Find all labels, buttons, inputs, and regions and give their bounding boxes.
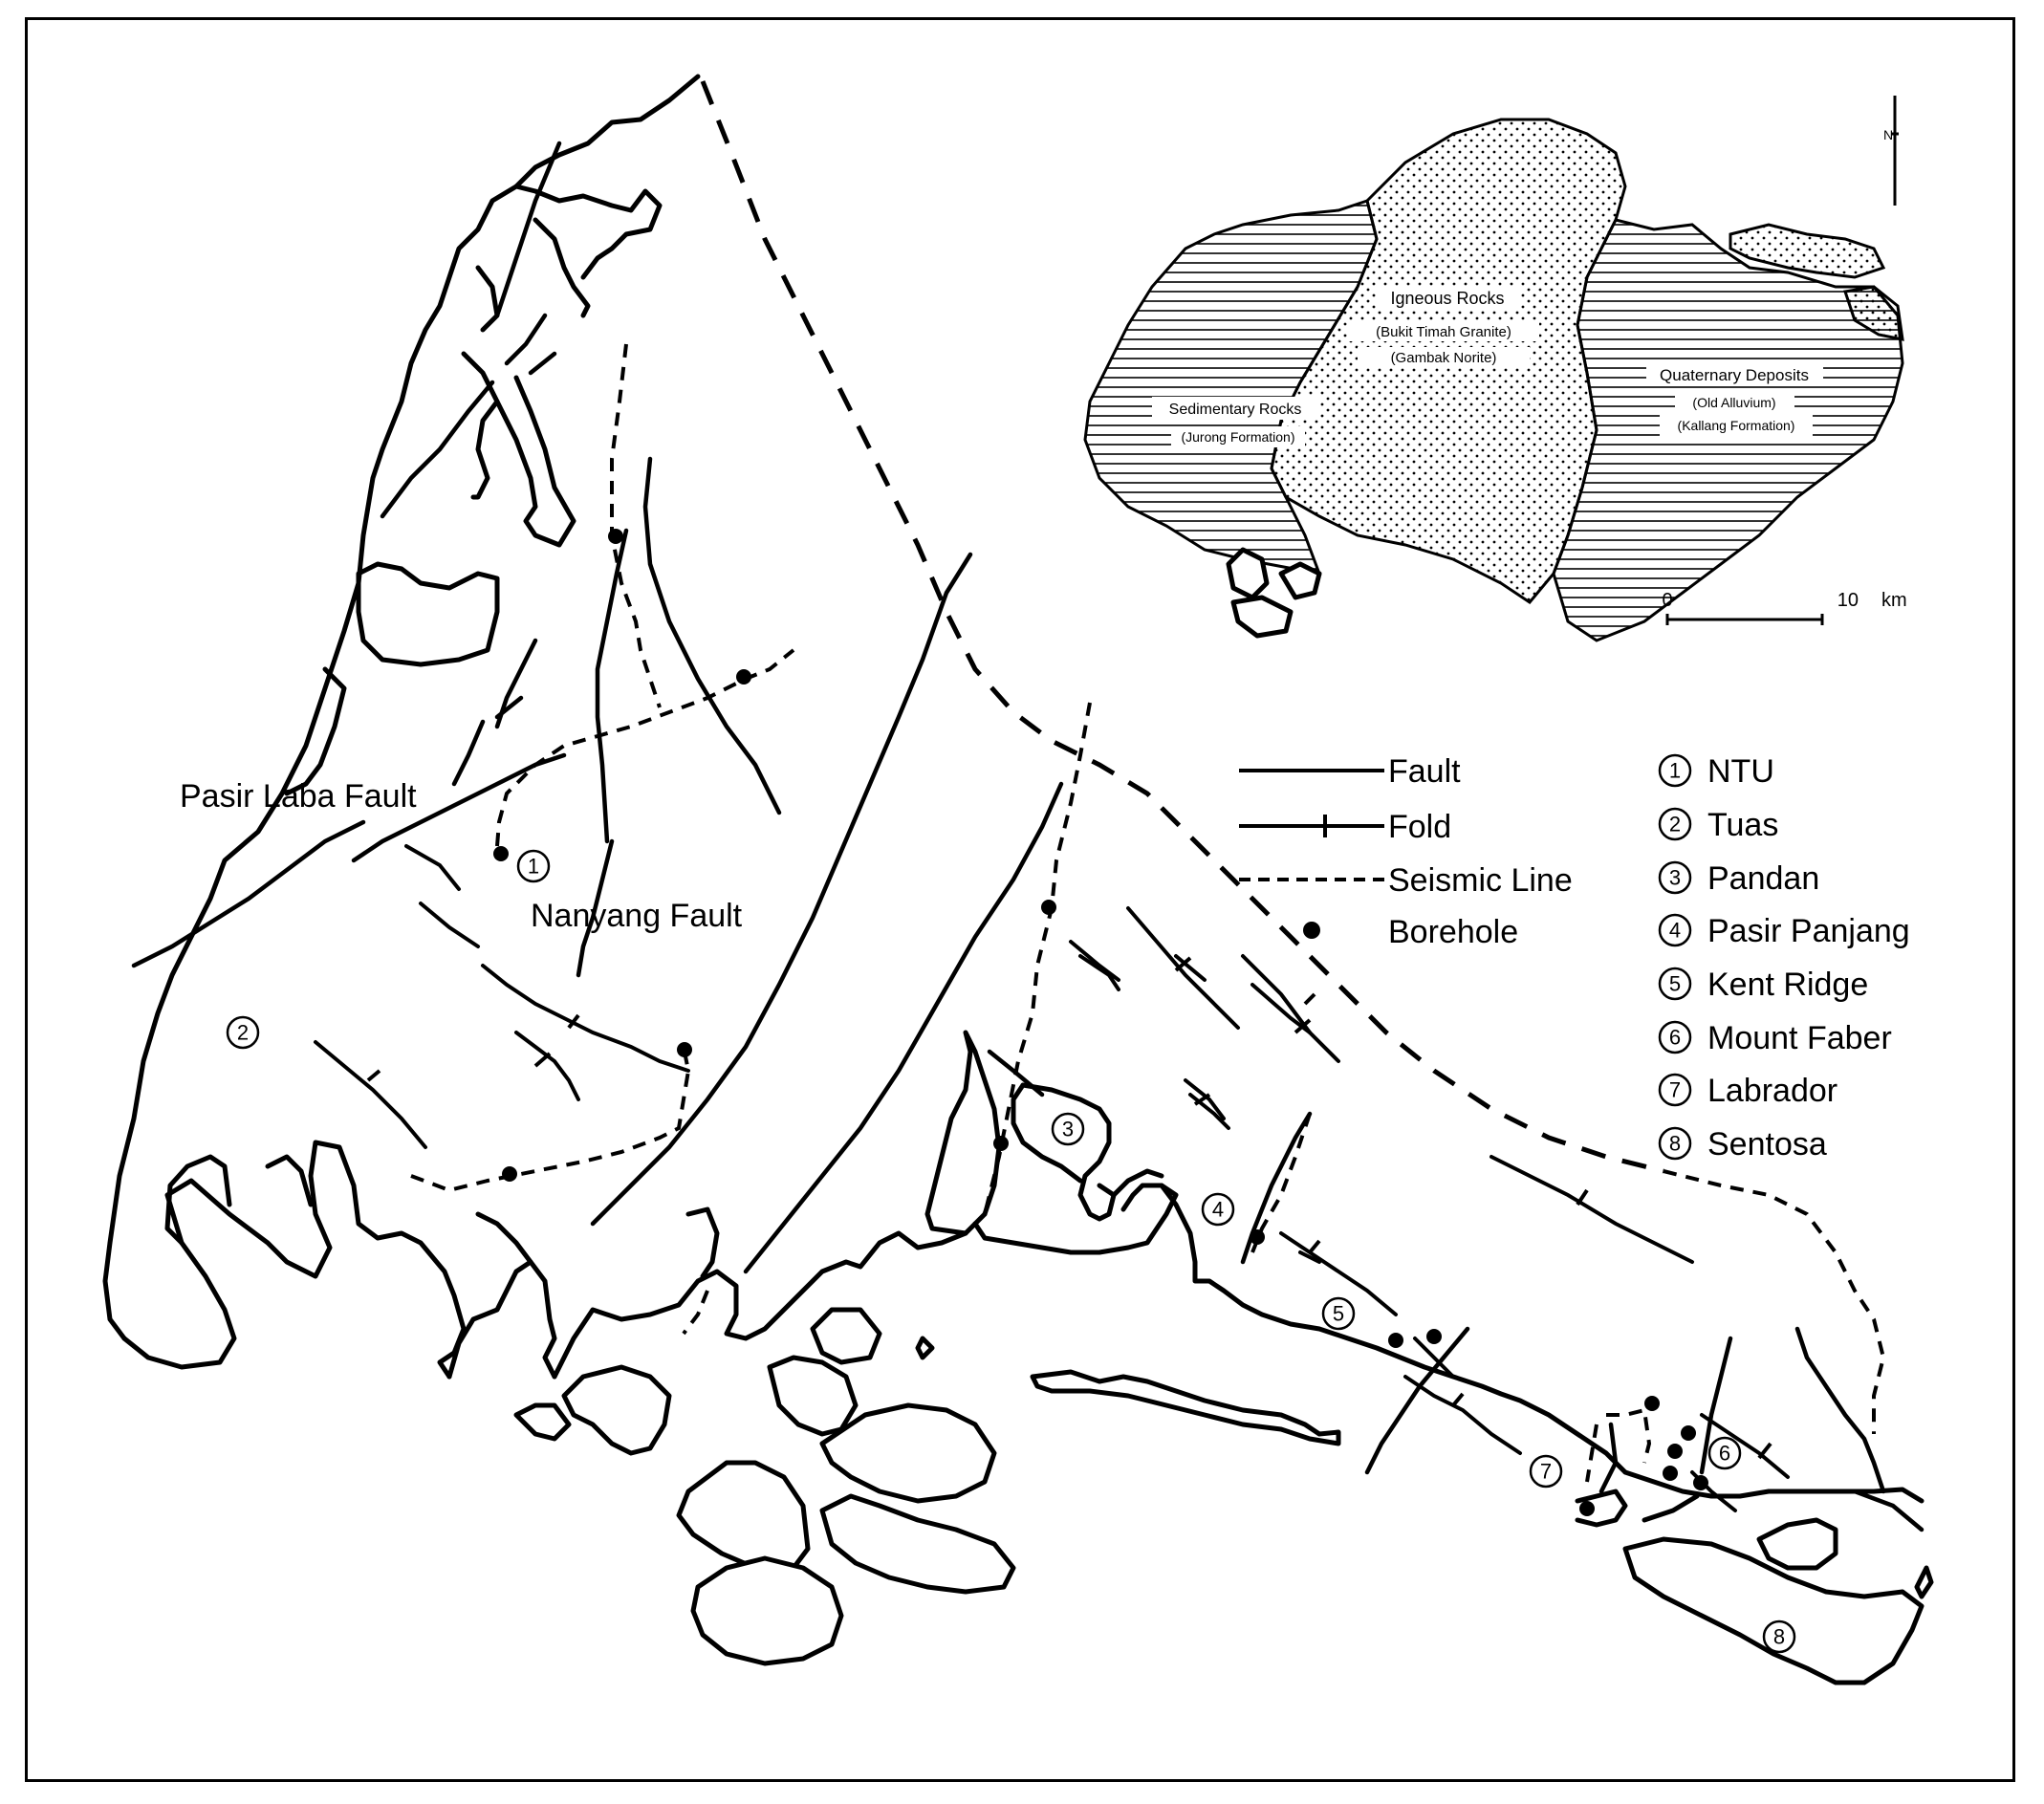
svg-text:3: 3 [1669,866,1681,890]
svg-text:10: 10 [1837,590,1859,611]
legend-fold-label: Fold [1388,809,1451,845]
igneous-title: Igneous Rocks [1390,289,1504,308]
svg-text:6: 6 [1669,1026,1681,1050]
site-marker-4: 4 [1201,1192,1235,1227]
borehole-marker [1644,1396,1660,1411]
site-marker-2: 2 [226,1015,260,1050]
site-marker-7: 7 [1529,1454,1563,1489]
legend-site-2-name: Tuas [1707,807,1778,843]
legend-site-4-marker: 4 [1658,913,1692,947]
igneous-line1: (Bukit Timah Granite) [1376,324,1511,340]
study-area-boundary [700,80,1664,1174]
legend-site-1-name: NTU [1707,753,1774,790]
borehole-marker [608,529,623,544]
borehole-marker [1693,1475,1708,1490]
borehole-marker [1041,900,1056,915]
sedimentary-title: Sedimentary Rocks [1169,402,1302,418]
borehole-marker [736,669,751,685]
legend-site-5-name: Kent Ridge [1707,967,1868,1003]
svg-text:7: 7 [1669,1078,1681,1102]
coastline [102,74,1924,1528]
legend-site-7-name: Labrador [1707,1073,1837,1109]
borehole-marker [1388,1333,1403,1348]
north-label: N [1883,127,1893,142]
legend-site-6-marker: 6 [1658,1020,1692,1054]
quaternary-title: Quaternary Deposits [1660,366,1809,384]
legend-site-2-marker: 2 [1658,807,1692,841]
svg-text:3: 3 [1062,1118,1074,1141]
legend-site-3-name: Pandan [1707,860,1819,897]
legend-site-6-name: Mount Faber [1707,1020,1892,1056]
site-markers: 1 2 3 4 5 6 7 8 [226,849,1796,1654]
site-marker-5: 5 [1321,1296,1356,1331]
svg-text:8: 8 [1669,1132,1681,1156]
legend-site-7-marker: 7 [1658,1073,1692,1107]
svg-text:0: 0 [1662,590,1672,611]
svg-text:km: km [1881,590,1907,611]
pasir-laba-fault-label: Pasir Laba Fault [180,778,417,815]
borehole-marker [1426,1329,1442,1344]
legend-fault-label: Fault [1388,753,1461,790]
borehole-marker [1579,1501,1595,1516]
svg-text:5: 5 [1669,972,1681,996]
svg-text:2: 2 [1669,813,1681,837]
borehole-marker [1250,1229,1265,1245]
legend-site-4-name: Pasir Panjang [1707,913,1910,949]
svg-text:5: 5 [1333,1302,1344,1326]
borehole-marker [493,846,509,861]
svg-text:7: 7 [1540,1460,1552,1484]
site-marker-8: 8 [1762,1619,1796,1654]
site-marker-6: 6 [1707,1436,1742,1470]
legend-site-5-marker: 5 [1658,967,1692,1001]
southern-islands [513,1307,1934,1685]
borehole-marker [1681,1425,1696,1441]
legend-site-8-name: Sentosa [1707,1126,1827,1163]
site-marker-3: 3 [1051,1112,1085,1146]
svg-text:4: 4 [1212,1198,1224,1222]
svg-text:1: 1 [1669,759,1681,783]
legend-borehole-label: Borehole [1388,914,1518,950]
igneous-line2: (Gambak Norite) [1391,350,1497,366]
legend-site-3-marker: 3 [1658,860,1692,895]
svg-text:8: 8 [1773,1625,1785,1649]
quaternary-line1: (Old Alluvium) [1692,395,1775,410]
borehole-marker [677,1042,692,1057]
svg-text:4: 4 [1669,919,1681,943]
borehole-marker [1667,1444,1683,1459]
borehole-marker [502,1166,517,1182]
svg-text:2: 2 [237,1021,249,1045]
borehole-marker [1663,1466,1678,1481]
boreholes [493,529,1708,1516]
folds [314,844,1790,1512]
legend: Fault Fold Seismic Line Borehole 1 NTU 2… [1239,753,1910,1163]
site-marker-1: 1 [516,849,551,883]
legend-borehole-symbol [1303,922,1320,939]
inset-map: N 0 10 km Igneous Rocks (Bukit Timah Gra… [1083,96,1907,642]
legend-seismic-label: Seismic Line [1388,862,1573,899]
borehole-marker [993,1136,1009,1151]
legend-site-1-marker: 1 [1658,753,1692,788]
legend-site-8-marker: 8 [1658,1126,1692,1161]
scale-bar: 0 10 km [1662,590,1907,625]
svg-text:1: 1 [528,855,539,879]
sedimentary-line1: (Jurong Formation) [1181,429,1294,445]
quaternary-line2: (Kallang Formation) [1678,418,1795,433]
nanyang-fault-label: Nanyang Fault [531,898,743,934]
map-frame [25,17,2015,1782]
svg-text:6: 6 [1719,1442,1730,1466]
